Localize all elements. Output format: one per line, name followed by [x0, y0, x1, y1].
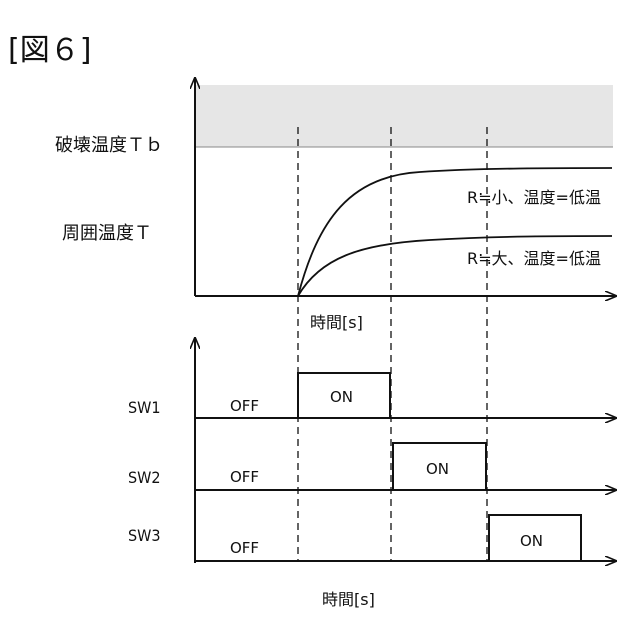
sw1-on-label: ON — [330, 388, 353, 406]
breakdown-temperature-label: 破壊温度Ｔｂ — [55, 135, 163, 156]
sw3-off-label: OFF — [230, 539, 259, 557]
sw2-on-label: ON — [426, 460, 449, 478]
sw1-off-label: OFF — [230, 397, 259, 415]
sw2-off-label: OFF — [230, 468, 259, 486]
ambient-temperature-label: 周囲温度Ｔ — [62, 223, 152, 244]
figure-label: [図６] — [8, 33, 91, 68]
sw3-label: SW3 — [128, 526, 161, 545]
upper-time-axis-label: 時間[s] — [310, 313, 363, 332]
sw2-label: SW2 — [128, 468, 161, 487]
sw1-label: SW1 — [128, 398, 161, 417]
lower-time-axis-label: 時間[s] — [322, 590, 375, 609]
breakdown-temperature-zone — [195, 85, 613, 147]
sw3-on-label: ON — [520, 532, 543, 550]
